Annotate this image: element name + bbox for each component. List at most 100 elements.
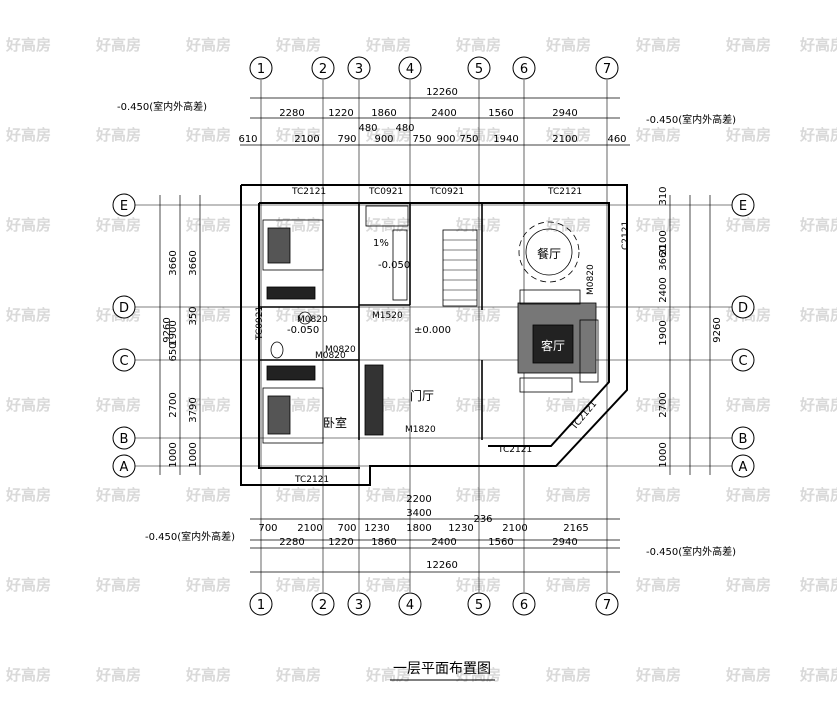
exterior-walls (240, 184, 628, 486)
axis-label-horizontal: C (738, 354, 747, 369)
window-tc2121-bottom-right: TC2121 (497, 445, 532, 455)
dim-bottom-inner: 3400 (406, 508, 431, 519)
watermark-text: 好高房 (185, 396, 231, 414)
watermark-text: 好高房 (545, 36, 591, 54)
axis-bubble (595, 592, 619, 616)
dim-bottom-row1: 2165 (563, 523, 588, 534)
drawing-title: 一层平面布置图 (393, 661, 491, 677)
watermark-text: 好高房 (799, 216, 837, 234)
watermark-text: 好高房 (95, 36, 141, 54)
axis-bubble (731, 348, 755, 372)
watermark-text: 好高房 (455, 36, 501, 54)
door-m1820: M1820 (405, 425, 436, 435)
axis-bubble (249, 592, 273, 616)
axis-label-horizontal: E (120, 199, 128, 214)
axis-label-vertical: 4 (406, 62, 414, 77)
level-note-bottom-left: -0.450(室内外高差) (145, 530, 235, 543)
watermark-text: 好高房 (365, 306, 411, 324)
dim-left-outer: 1900 (168, 320, 179, 345)
watermark-text: 好高房 (799, 306, 837, 324)
dim-top-row2: 750 (459, 134, 478, 145)
dim-bottom-row1: 1800 (406, 523, 431, 534)
dim-right-outer: 1900 (658, 320, 669, 345)
axis-bubble (347, 56, 371, 80)
watermark-text: 好高房 (545, 216, 591, 234)
axis-bubble (512, 56, 536, 80)
window-tc0921-top-b: TC0921 (429, 187, 464, 197)
axis-bubble (731, 454, 755, 478)
dim-bottom-total: 12260 (426, 560, 458, 571)
watermark-text: 好高房 (635, 36, 681, 54)
watermark-text: 好高房 (95, 396, 141, 414)
level-note-top-right: -0.450(室内外高差) (646, 113, 736, 126)
watermark-text: 好高房 (799, 576, 837, 594)
dim-top-row2: 460 (607, 134, 626, 145)
watermark-text: 好高房 (799, 486, 837, 504)
dim-bottom-row1: 700 (258, 523, 277, 534)
level-floor-zero: ±0.000 (414, 325, 451, 336)
axis-bubble (311, 56, 335, 80)
room-bedroom: 卧室 (323, 415, 347, 430)
watermark-text: 好高房 (455, 126, 501, 144)
watermark-text: 好高房 (365, 486, 411, 504)
watermark-text: 好高房 (5, 396, 51, 414)
watermark-text: 好高房 (635, 576, 681, 594)
dim-right-outer: 1000 (658, 442, 669, 467)
axis-label-vertical: 5 (475, 62, 483, 77)
dim-left-outer: 3660 (168, 250, 179, 275)
level-note-bottom-right: -0.450(室内外高差) (646, 545, 736, 558)
watermark-text: 好高房 (275, 126, 321, 144)
axis-bubble (595, 56, 619, 80)
axis-bubble (512, 592, 536, 616)
door-m0820-d: M0820 (586, 264, 596, 295)
axis-label-vertical: 4 (406, 598, 414, 613)
axis-bubble (731, 193, 755, 217)
watermark-text: 好高房 (95, 666, 141, 684)
dim-top-row2: 900 (436, 134, 455, 145)
watermark-text: 好高房 (5, 126, 51, 144)
axis-label-vertical: 6 (520, 598, 528, 613)
axis-bubble (347, 592, 371, 616)
dim-top-small: 480 (395, 123, 414, 134)
watermark-text: 好高房 (635, 396, 681, 414)
watermark-text: 好高房 (275, 576, 321, 594)
watermark-text: 好高房 (725, 486, 771, 504)
axis-label-vertical: 1 (257, 62, 265, 77)
watermark-text: 好高房 (635, 486, 681, 504)
axis-label-vertical: 1 (257, 598, 265, 613)
dim-right-outer: 3660 (658, 245, 669, 270)
axis-label-horizontal: C (119, 354, 128, 369)
axis-label-vertical: 3 (355, 598, 363, 613)
watermark-text: 好高房 (95, 576, 141, 594)
watermark-text: 好高房 (799, 666, 837, 684)
watermark-text: 好高房 (635, 216, 681, 234)
dim-left-inner: 3790 (188, 397, 199, 422)
axis-lines (134, 80, 733, 592)
watermark-text: 好高房 (725, 126, 771, 144)
watermark-text: 好高房 (455, 486, 501, 504)
level-note-top-left: -0.450(室内外高差) (117, 100, 207, 113)
axis-bubble (398, 592, 422, 616)
watermark-text: 好高房 (799, 36, 837, 54)
watermark-text: 好高房 (725, 36, 771, 54)
door-m1520: M1520 (372, 311, 403, 321)
dim-right-outer: 2700 (658, 392, 669, 417)
axis-bubble (731, 426, 755, 450)
window-tc2121-bottom-left: TC2121 (294, 475, 329, 485)
dim-right-outer: 2400 (658, 277, 669, 302)
watermark-text: 好高房 (365, 216, 411, 234)
room-dining: 餐厅 (537, 246, 561, 261)
dim-top-row1: 2400 (431, 108, 456, 119)
door-m0820-a: M0820 (297, 315, 328, 325)
interior-walls (259, 203, 483, 440)
level-bath: -0.050 (287, 325, 319, 336)
axis-label-horizontal: B (120, 432, 129, 447)
watermark-text: 好高房 (5, 576, 51, 594)
window-tc2121-top-right: TC2121 (547, 187, 582, 197)
watermark-text: 好高房 (725, 576, 771, 594)
dim-bottom-row2: 2940 (552, 537, 577, 548)
watermark-text: 好高房 (455, 576, 501, 594)
watermark-text: 好高房 (545, 666, 591, 684)
